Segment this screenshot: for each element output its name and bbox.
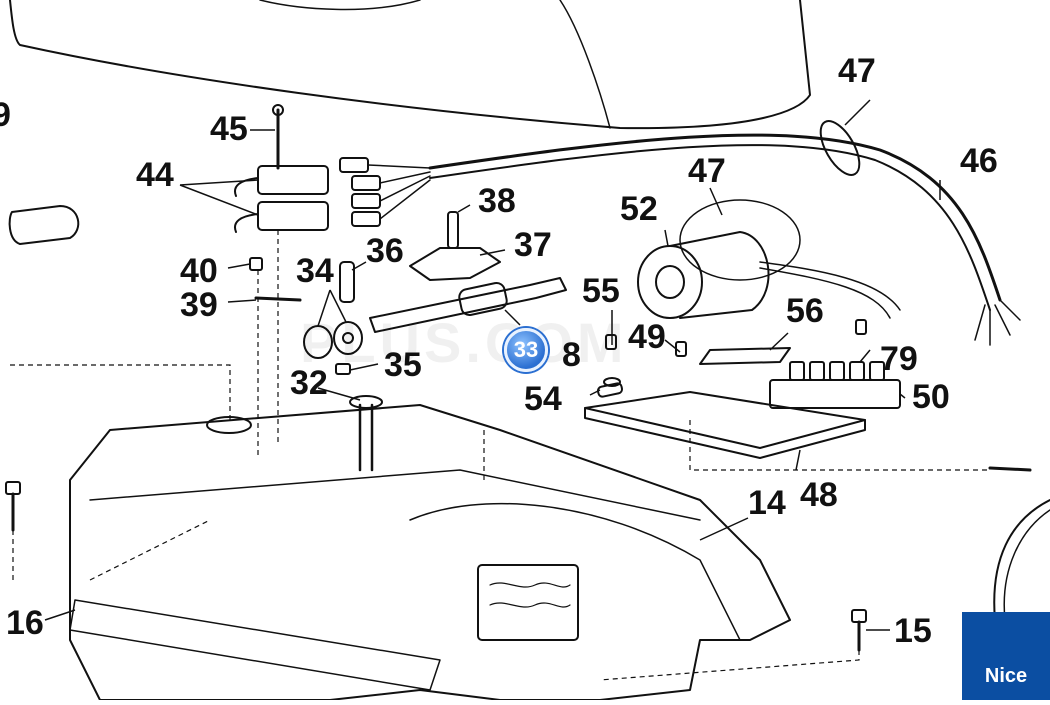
part-label-46: 46 — [960, 142, 998, 180]
part-label-16: 16 — [6, 604, 44, 642]
brand-logo: Nice — [962, 612, 1050, 700]
part-label-32: 32 — [290, 364, 328, 402]
part-label-38: 38 — [478, 182, 516, 220]
label-plate — [477, 564, 579, 641]
part-label-39: 39 — [180, 286, 218, 324]
part-label-40: 40 — [180, 252, 218, 290]
part-label-15: 15 — [894, 612, 932, 650]
main-housing — [69, 404, 791, 701]
part-label-49: 49 — [628, 318, 666, 356]
part-label-50: 50 — [912, 378, 950, 416]
part-label-55: 55 — [582, 272, 620, 310]
part-label-9: 9 — [0, 96, 11, 134]
microswitch-lower — [257, 201, 329, 231]
part-label-35: 35 — [384, 346, 422, 384]
watermark-text: PLUS.COM — [300, 311, 628, 374]
cable-46 — [428, 133, 1002, 302]
part-label-47b: 47 — [688, 152, 726, 190]
microswitch-upper — [257, 165, 329, 195]
part-label-56: 56 — [786, 292, 824, 330]
part-label-36: 36 — [366, 232, 404, 270]
part-label-34: 34 — [296, 252, 334, 290]
part-label-79: 79 — [880, 340, 918, 378]
hotspot-33-button[interactable]: 33 — [504, 328, 548, 372]
part-label-52: 52 — [620, 190, 658, 228]
cable-cap — [8, 205, 80, 245]
part-label-45: 45 — [210, 110, 248, 148]
housing-cover-outline — [9, 0, 811, 130]
mounting-plate — [584, 391, 866, 449]
terminal-block — [769, 379, 901, 409]
part-label-47: 47 — [838, 52, 876, 90]
part-label-37: 37 — [514, 226, 552, 264]
shaft — [369, 277, 567, 333]
bracket-37 — [409, 247, 501, 281]
magnet-52 — [637, 245, 703, 319]
part-label-14: 14 — [748, 484, 786, 522]
part-label-54: 54 — [524, 380, 562, 418]
part-label-8: 8 — [562, 336, 581, 374]
part-label-48: 48 — [800, 476, 838, 514]
part-label-44: 44 — [136, 156, 174, 194]
